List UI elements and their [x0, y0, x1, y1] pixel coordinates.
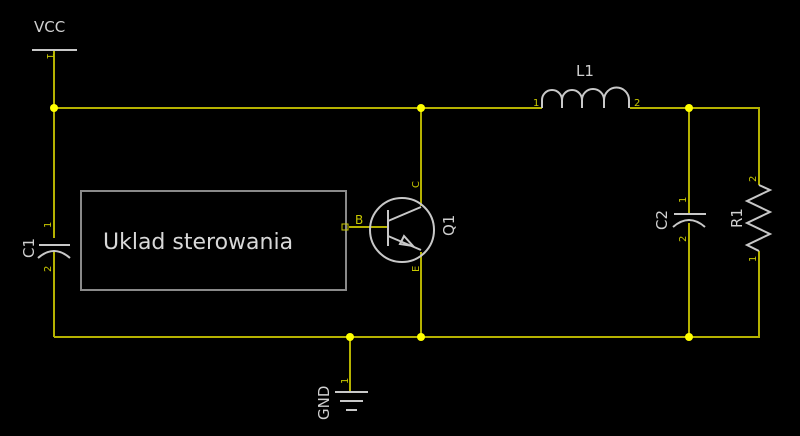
q1-base-label: B: [355, 213, 363, 227]
gnd-symbol[interactable]: GND 1: [315, 378, 368, 420]
vcc-label: VCC: [34, 18, 65, 36]
r1-ref-label: R1: [728, 208, 746, 228]
q1-emitter-arrow-icon: [398, 234, 416, 248]
r1-pin1-label: 1: [748, 256, 759, 262]
q1-collector-label: C: [411, 181, 422, 188]
junction-dot: [50, 104, 58, 112]
control-block[interactable]: Uklad sterowania: [80, 190, 347, 291]
junction-dot: [417, 104, 425, 112]
c2-pin1-label: 1: [678, 197, 689, 203]
c1-ref-label: C1: [20, 238, 38, 258]
transistor-q1[interactable]: B C E Q1: [341, 181, 458, 272]
gnd-pin-label: 1: [340, 378, 351, 384]
c2-curved-plate: [672, 219, 706, 228]
q1-body-circle: [369, 197, 435, 263]
control-block-label: Uklad sterowania: [103, 230, 293, 255]
junction-dot: [417, 333, 425, 341]
r1-pin2-label: 2: [748, 176, 759, 182]
gnd-label: GND: [315, 386, 333, 420]
vcc-pin-label: 1: [44, 53, 55, 59]
inductor-l1[interactable]: L1 1 2: [533, 62, 640, 109]
junctions: [50, 104, 693, 341]
capacitor-c2[interactable]: C2 1 2: [653, 197, 706, 242]
r1-zigzag: [744, 184, 773, 252]
vcc-symbol[interactable]: VCC 1: [32, 18, 77, 59]
c1-pin2-label: 2: [43, 266, 54, 272]
base-pin-square[interactable]: [341, 223, 349, 231]
c2-pin2-label: 2: [678, 236, 689, 242]
c1-curved-plate: [37, 250, 71, 259]
capacitor-c1[interactable]: C1 1 2: [20, 222, 71, 272]
wire-top-rail[interactable]: [54, 107, 760, 185]
junction-dot: [685, 333, 693, 341]
wires: [53, 50, 760, 392]
l1-coils: [541, 86, 630, 108]
resistor-r1[interactable]: R1 2 1: [728, 176, 773, 262]
wire-bottom-rail[interactable]: [54, 251, 760, 338]
junction-dot: [346, 333, 354, 341]
c2-ref-label: C2: [653, 210, 671, 230]
control-block-outline: [80, 190, 347, 291]
l1-pin1-label: 1: [533, 98, 539, 109]
q1-collector-line: [387, 206, 422, 222]
l1-ref-label: L1: [576, 62, 594, 80]
q1-emitter-line: [387, 235, 422, 251]
junction-dot: [685, 104, 693, 112]
q1-emitter-label: E: [411, 266, 422, 272]
q1-ref-label: Q1: [440, 215, 458, 236]
l1-pin2-label: 2: [634, 98, 640, 109]
c1-pin1-label: 1: [43, 222, 54, 228]
